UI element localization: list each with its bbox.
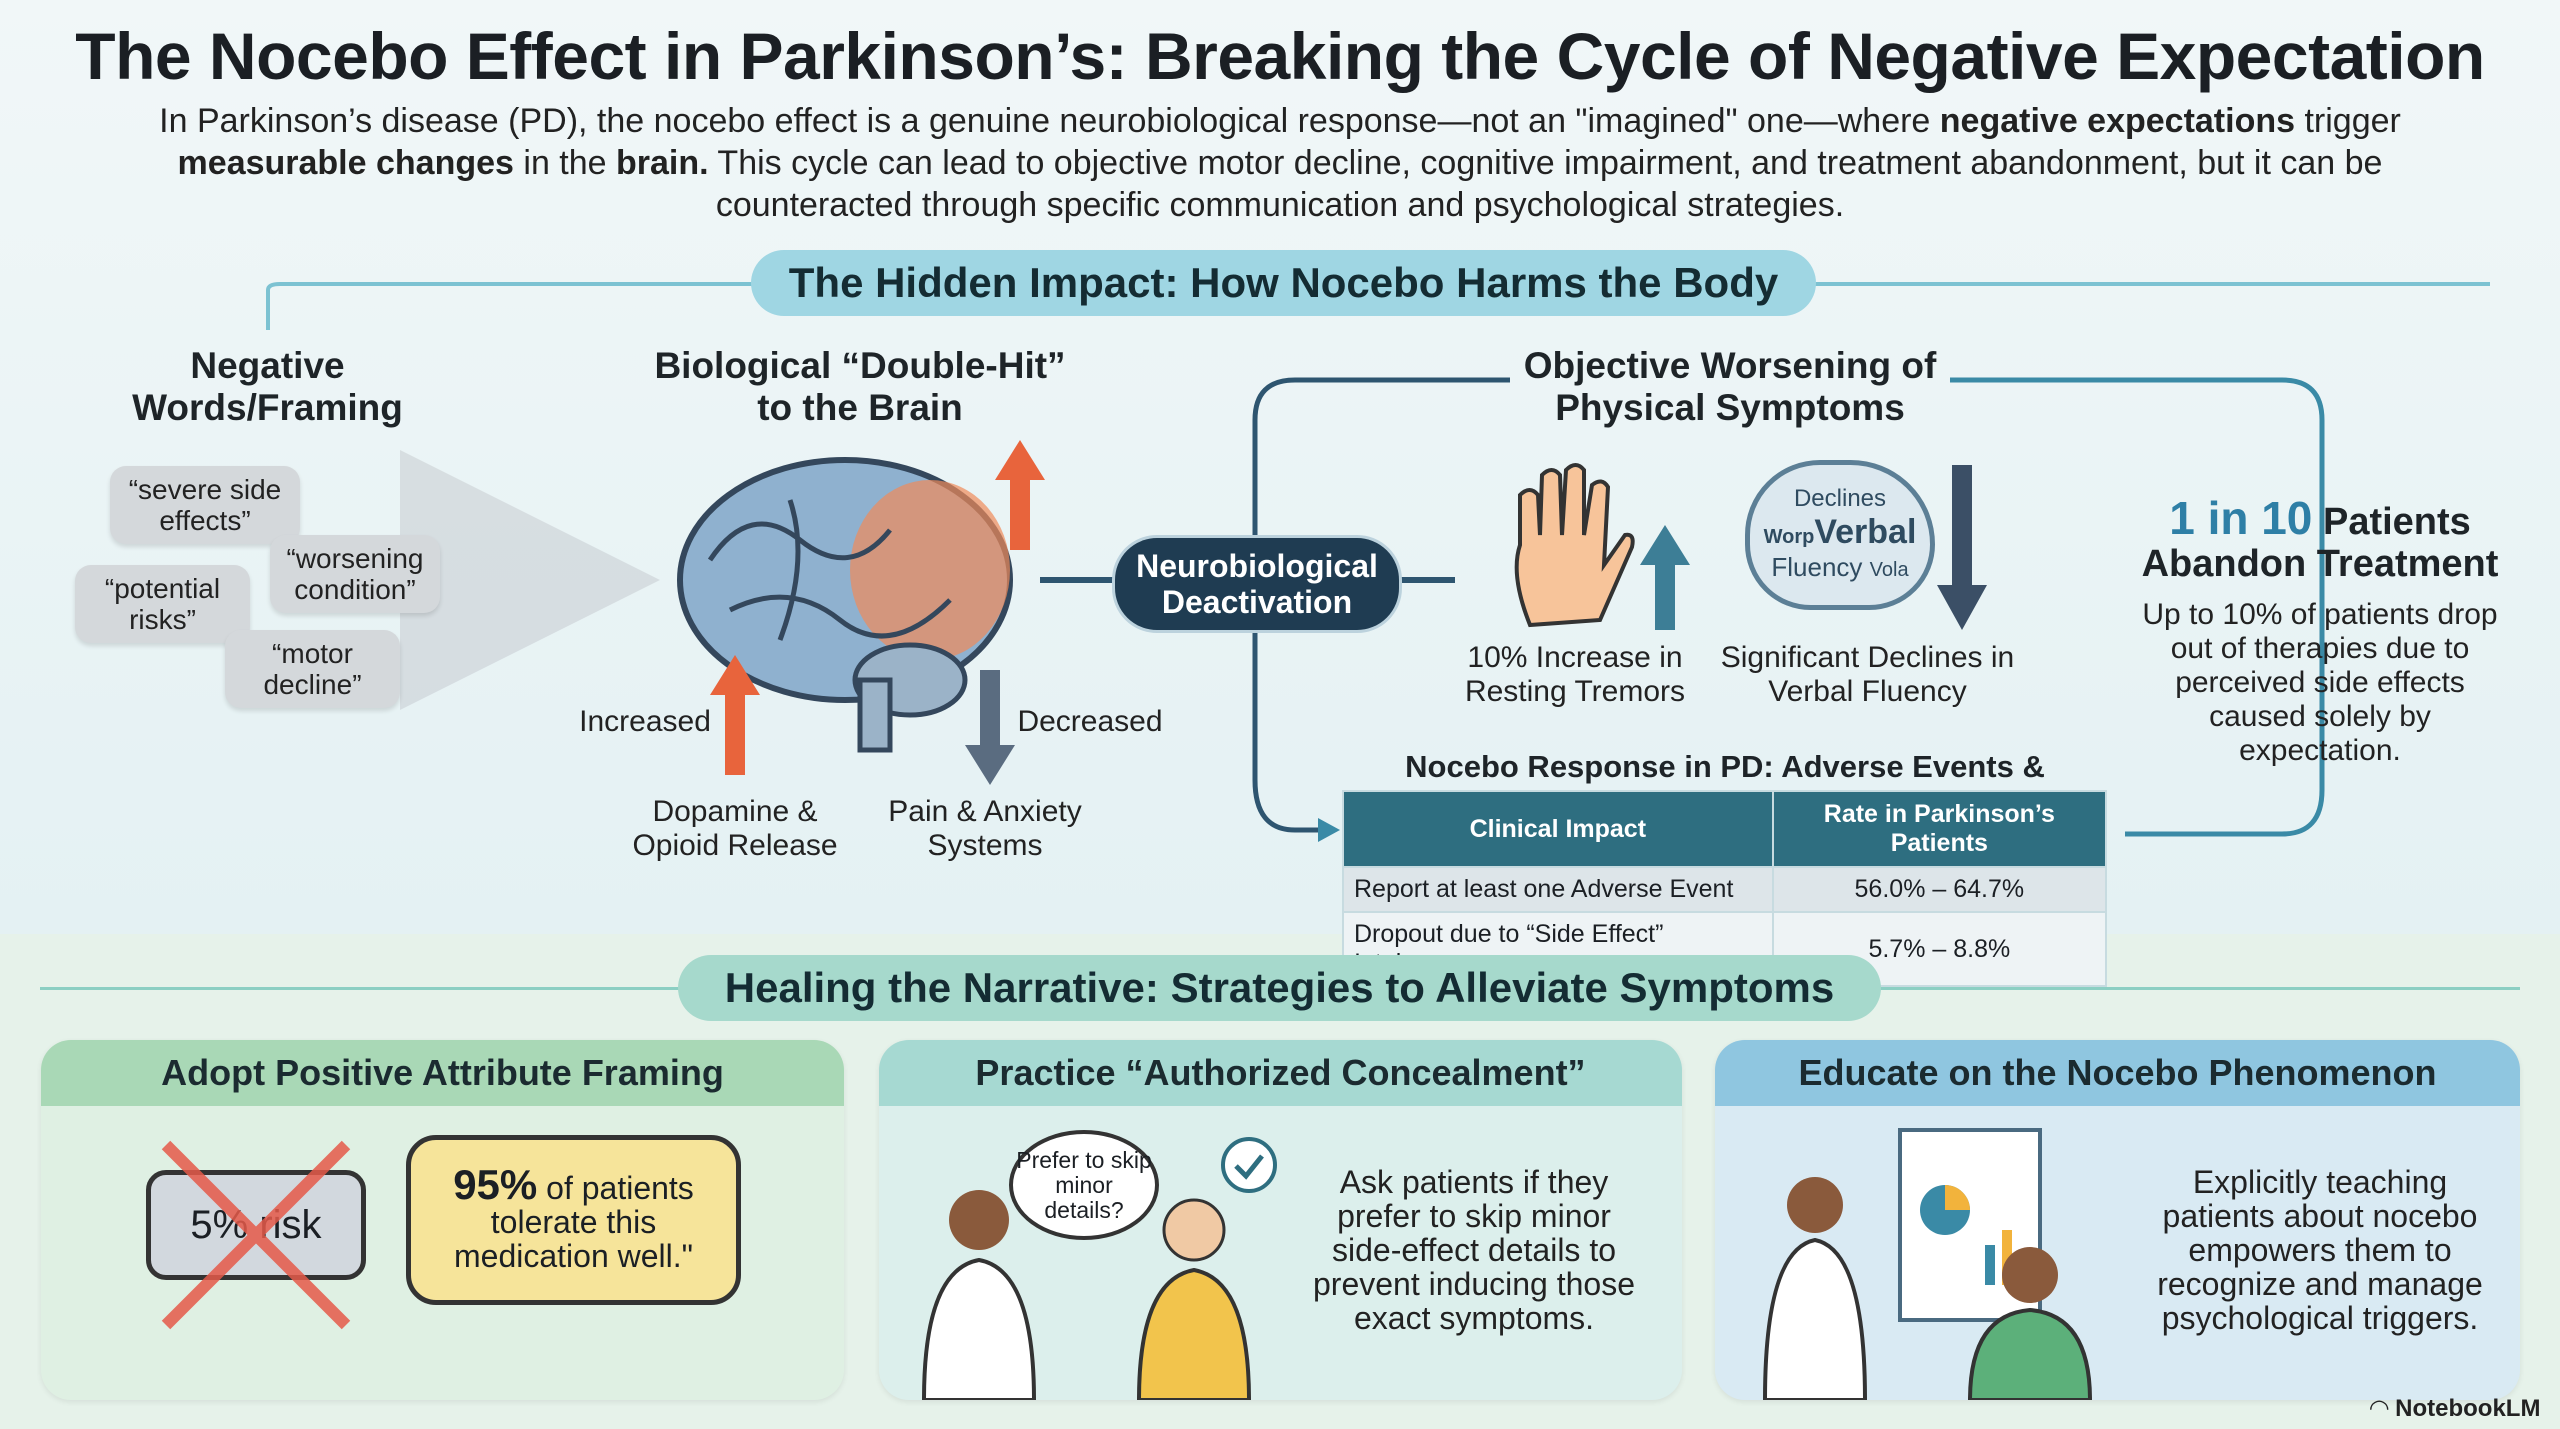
down-arrow-icon (965, 670, 1015, 785)
abandon-title: 1 in 10 Patients Abandon Treatment (2141, 492, 2499, 585)
card-text: Explicitly teaching patients about noceb… (2157, 1164, 2483, 1336)
neurobiological-deactivation-node: Neurobiological Deactivation (1112, 535, 1402, 633)
card-text: Ask patients if they prefer to skip mino… (1313, 1164, 1635, 1336)
intro-text: In Parkinson’s disease (PD), the nocebo … (159, 102, 2401, 224)
card-title: Educate on the Nocebo Phenomenon (1715, 1040, 2520, 1106)
worsening-title: Objective Worsening of Physical Symptoms (1523, 345, 1937, 428)
doctor-patient-illustration (921, 1190, 1252, 1400)
impact-banner: The Hidden Impact: How Nocebo Harms the … (751, 250, 1816, 316)
pain-label: Pain & Anxiety Systems (888, 795, 1082, 862)
table-header: Clinical Impact (1342, 790, 1774, 868)
brain-icon (677, 457, 1013, 753)
question-bubble: Prefer to skip minor details? (1009, 1130, 1159, 1240)
table-header: Rate in Parkinson’s Patients (1771, 790, 2108, 868)
word: Vola (1869, 559, 1909, 581)
speech-bubble: “potential risks” (75, 565, 250, 643)
good-framing-bubble: 95% of patients tolerate this medication… (406, 1135, 741, 1305)
word: Fluency (1771, 552, 1863, 582)
speech-bubble: “worsening condition” (270, 535, 440, 613)
checkmark-icon (1221, 1137, 1277, 1193)
strategy-card-concealment: Practice “Authorized Concealment” Prefer… (879, 1040, 1682, 1400)
down-arrow-icon (1937, 465, 1987, 630)
table-cell: 56.0% – 64.7% (1771, 866, 2108, 913)
abandon-description: Up to 10% of patients drop out of therap… (2142, 598, 2498, 767)
strategies-banner: Healing the Narrative: Strategies to All… (678, 955, 1881, 1021)
up-arrow-icon (995, 440, 1045, 550)
card-title: Adopt Positive Attribute Framing (41, 1040, 844, 1106)
tremor-label: 10% Increase in Resting Tremors (1464, 641, 1686, 708)
connector-lines (266, 282, 2490, 842)
fluency-label: Significant Declines in Verbal Fluency (1720, 641, 2015, 708)
card-title: Practice “Authorized Concealment” (879, 1040, 1682, 1106)
up-arrow-icon (710, 655, 760, 775)
word: Declines (1793, 485, 1887, 512)
speech-bubble: “severe side effects” (110, 466, 300, 544)
dopamine-label: Dopamine & Opioid Release (632, 795, 838, 862)
speech-bubble: “motor decline” (225, 630, 400, 708)
verbal-fluency-brain-icon: Declines WorpVerbal Fluency Vola (1745, 460, 1935, 610)
page-title: The Nocebo Effect in Parkinson’s: Breaki… (75, 19, 2485, 93)
decreased-label: Decreased (1017, 705, 1163, 738)
education-illustration (1762, 1128, 2093, 1400)
up-arrow-icon (1640, 525, 1690, 630)
word: Worp (1763, 526, 1815, 548)
word: Verbal (1814, 513, 1917, 551)
increased-label: Increased (579, 705, 711, 738)
strategy-card-framing: Adopt Positive Attribute Framing 5% risk… (41, 1040, 844, 1400)
strategy-card-educate: Educate on the Nocebo Phenomenon Explici… (1715, 1040, 2520, 1400)
negative-words-title: Negative Words/Framing (132, 345, 403, 428)
notebooklm-logo: ◠ NotebookLM (2370, 1395, 2541, 1422)
table-cell: Report at least one Adverse Event (1342, 866, 1774, 913)
double-hit-title: Biological “Double-Hit” to the Brain (654, 345, 1066, 428)
hand-icon (1514, 463, 1635, 628)
cross-icon (161, 1140, 351, 1330)
